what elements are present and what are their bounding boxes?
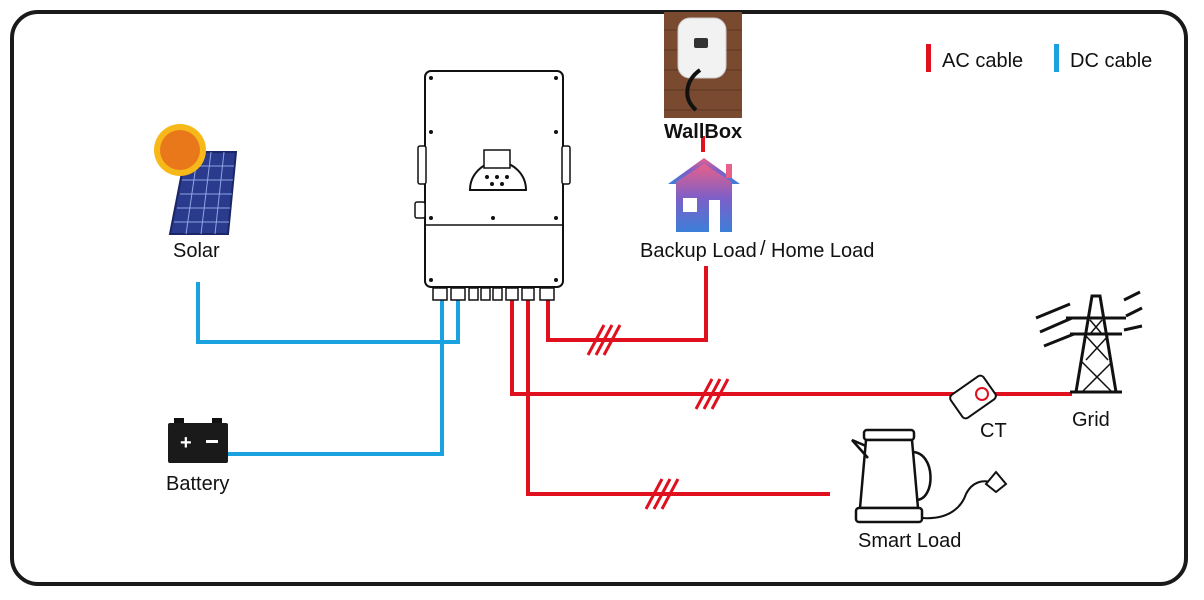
ac-cable-smart-load	[526, 300, 830, 496]
wallbox-charger-icon	[664, 12, 742, 118]
ac-cables	[510, 136, 1072, 496]
svg-text:+: +	[180, 432, 192, 454]
house-icon	[668, 158, 740, 232]
sun-icon	[154, 124, 206, 176]
dc-cables	[196, 282, 460, 456]
dc-legend-label: DC cable	[1070, 50, 1153, 72]
battery-icon: +	[168, 418, 228, 463]
solar-label: Solar	[173, 240, 220, 262]
ac-cable-backup-load	[546, 266, 708, 342]
inverter-icon	[414, 70, 571, 301]
home-load-label: Home Load	[771, 240, 875, 262]
backup-load-label: Backup Load	[640, 240, 757, 262]
ac-legend-label: AC cable	[942, 50, 1024, 72]
grid-label: Grid	[1072, 409, 1110, 431]
dc-cable-solar	[196, 282, 460, 344]
dc-legend-swatch	[1054, 44, 1059, 72]
ct-clamp-icon	[949, 374, 997, 420]
ct-label: CT	[980, 420, 1007, 442]
grid-tower-icon	[1035, 290, 1143, 394]
kettle-icon	[851, 428, 1008, 524]
wallbox-label: WallBox	[664, 121, 743, 143]
cable-hash-marks	[586, 324, 730, 510]
ac-cable-grid	[510, 300, 1072, 396]
dc-cable-battery	[228, 300, 444, 456]
smart-load-label: Smart Load	[858, 530, 962, 552]
load-separator: /	[760, 238, 766, 260]
battery-label: Battery	[166, 473, 230, 495]
ac-legend-swatch	[926, 44, 931, 72]
diagram-frame	[10, 10, 1188, 586]
